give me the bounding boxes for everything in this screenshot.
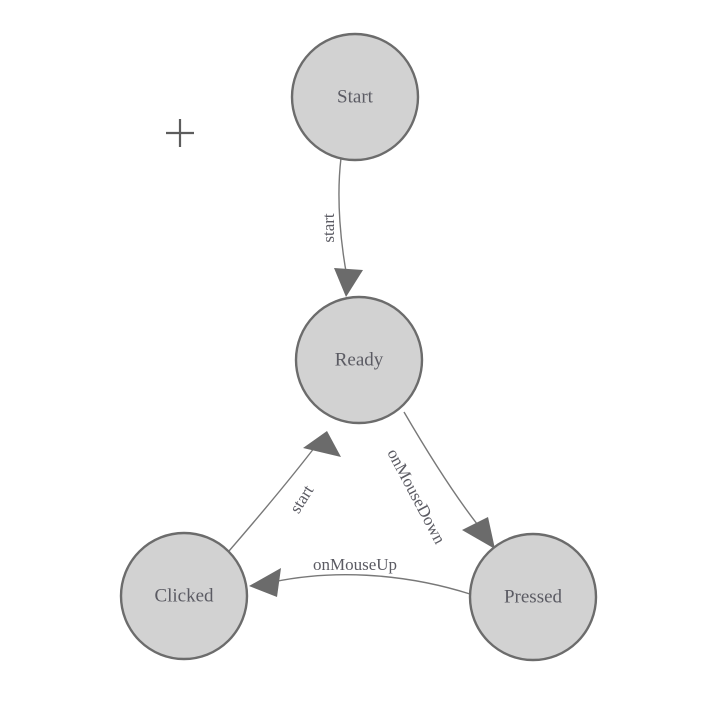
node-circle-pressed[interactable] [468,532,598,662]
node-label-ready: Ready [335,349,384,370]
node-circle-ready[interactable] [294,295,424,425]
edge-line-pressed-to-clicked[interactable] [272,574,471,595]
edge-line-clicked-to-ready[interactable] [228,442,319,552]
arrowhead-pressed-to-clicked [249,568,281,597]
edge-label-clicked-to-ready: start [286,481,318,516]
arrowhead-clicked-to-ready [303,431,341,457]
node-label-start: Start [337,86,374,107]
node-pressed[interactable]: Pressed [468,532,598,662]
node-label-pressed: Pressed [504,586,563,607]
edge-clicked-to-ready[interactable]: start [228,431,341,552]
node-label-clicked: Clicked [154,585,214,606]
edge-label-start-to-ready: start [319,213,338,243]
edge-ready-to-pressed[interactable]: onMouseDown [383,411,495,549]
node-ready[interactable]: Ready [294,295,424,425]
node-circle-clicked[interactable] [119,531,249,661]
node-clicked[interactable]: Clicked [119,531,249,661]
edge-line-start-to-ready[interactable] [338,157,348,278]
edge-start-to-ready[interactable]: start [319,157,363,297]
arrowhead-ready-to-pressed [462,517,495,549]
arrowhead-start-to-ready [334,268,363,297]
node-start[interactable]: Start [290,32,420,162]
edge-pressed-to-clicked[interactable]: onMouseUp [249,555,471,597]
edge-label-ready-to-pressed: onMouseDown [383,446,449,548]
edge-label-pressed-to-clicked: onMouseUp [313,555,397,574]
node-circle-start[interactable] [290,32,420,162]
plus-crosshair-icon [166,119,194,147]
